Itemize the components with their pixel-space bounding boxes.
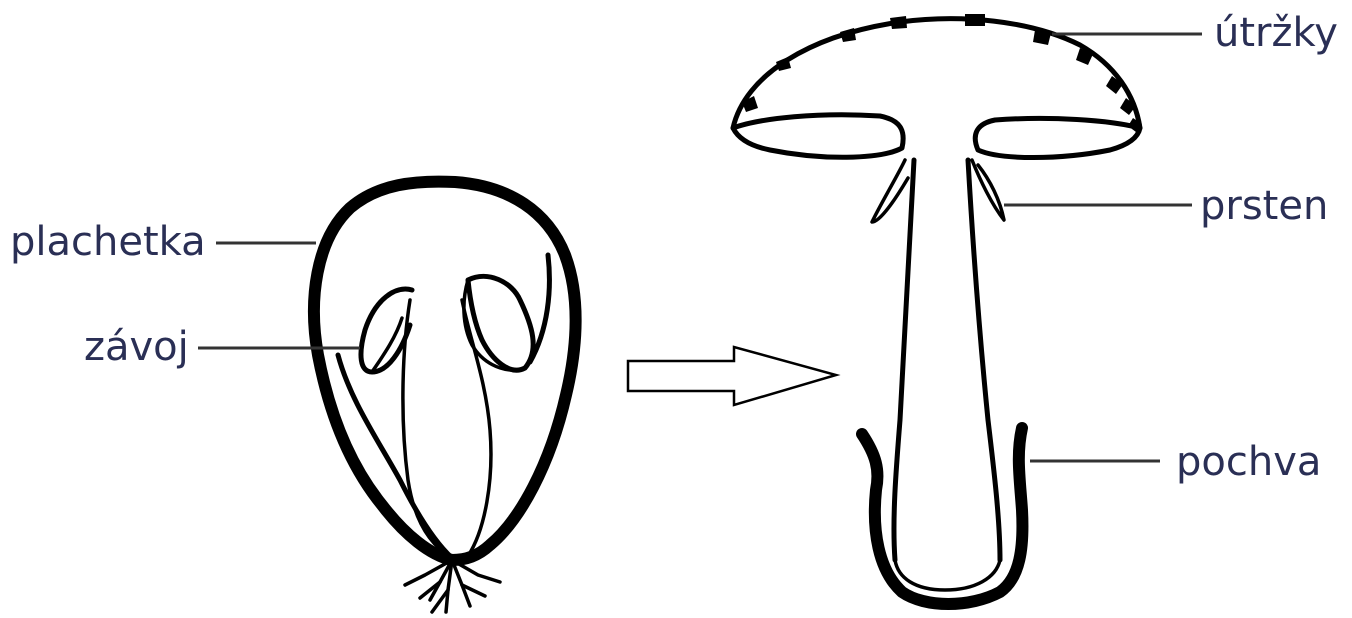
mycelium-roots <box>405 560 500 612</box>
label-zavoj: závoj <box>84 324 189 370</box>
mature-mushroom <box>733 14 1142 604</box>
young-fruiting-body <box>314 182 576 612</box>
cap-underside-left <box>733 115 903 158</box>
volva-inner-left <box>895 560 1000 590</box>
young-stipe-right-line <box>462 300 491 556</box>
stipe-left-edge <box>894 160 914 560</box>
young-stipe-left-line <box>403 300 452 558</box>
cap-underside-right <box>975 118 1140 157</box>
label-plachetka: plachetka <box>10 219 206 265</box>
ring-left <box>872 160 908 222</box>
universal-veil-outline <box>314 182 576 560</box>
stipe-right-edge <box>968 160 1000 560</box>
ring-right <box>972 160 1004 220</box>
label-prsten: prsten <box>1200 183 1328 229</box>
growth-arrow <box>628 347 836 405</box>
label-pochva: pochva <box>1176 439 1321 485</box>
label-utrzky: útržky <box>1214 10 1338 56</box>
